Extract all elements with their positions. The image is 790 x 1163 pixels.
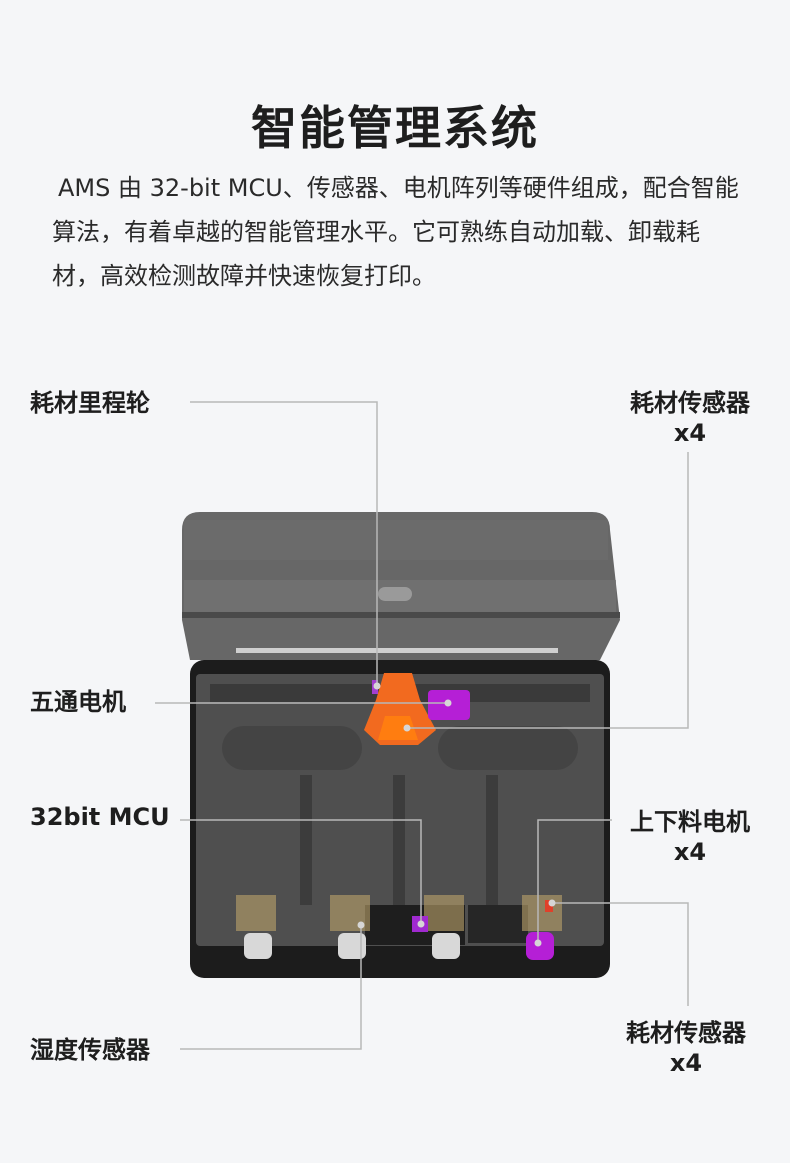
callout-sensor-bottom-count: x4 [669,1049,703,1077]
feeder-2 [330,895,370,959]
feeder-4 [522,895,562,960]
feeder-1 [236,895,276,959]
leader-sensor-bottom [552,902,689,1006]
callout-sensor-top-label: 耗材传感器 [630,389,750,417]
feeder-3 [424,895,464,959]
callout-feed-motor-count: x4 [673,838,707,866]
page-title: 智能管理系统 [251,101,539,155]
callout-sensor-bottom: 耗材传感器 x4 [614,1018,758,1078]
callout-sensor-bottom-label: 耗材传感器 [626,1019,746,1047]
leader-lines [155,401,689,1050]
lid [182,512,620,660]
body [190,660,610,978]
leader-feed-motor [537,819,612,943]
callout-humidity: 湿度传感器 [30,1036,150,1064]
description: AMS 由 32-bit MCU、传感器、电机阵列等硬件组成，配合智能算法，有着… [52,174,739,290]
callout-five-way-motor: 五通电机 [30,688,126,716]
leader-sensor-top [407,452,689,729]
callout-sensor-top-count: x4 [673,419,707,447]
callout-mcu: 32bit MCU [30,803,170,831]
callout-sensor-top: 耗材传感器 x4 [618,388,762,448]
leader-mcu [180,819,422,924]
callout-dots [357,682,556,947]
leader-odometer [190,401,378,686]
callout-feed-motor-label: 上下料电机 [630,808,750,836]
callout-odometer: 耗材里程轮 [30,389,150,417]
leader-humidity [180,925,362,1050]
callout-feed-motor: 上下料电机 x4 [618,807,762,867]
